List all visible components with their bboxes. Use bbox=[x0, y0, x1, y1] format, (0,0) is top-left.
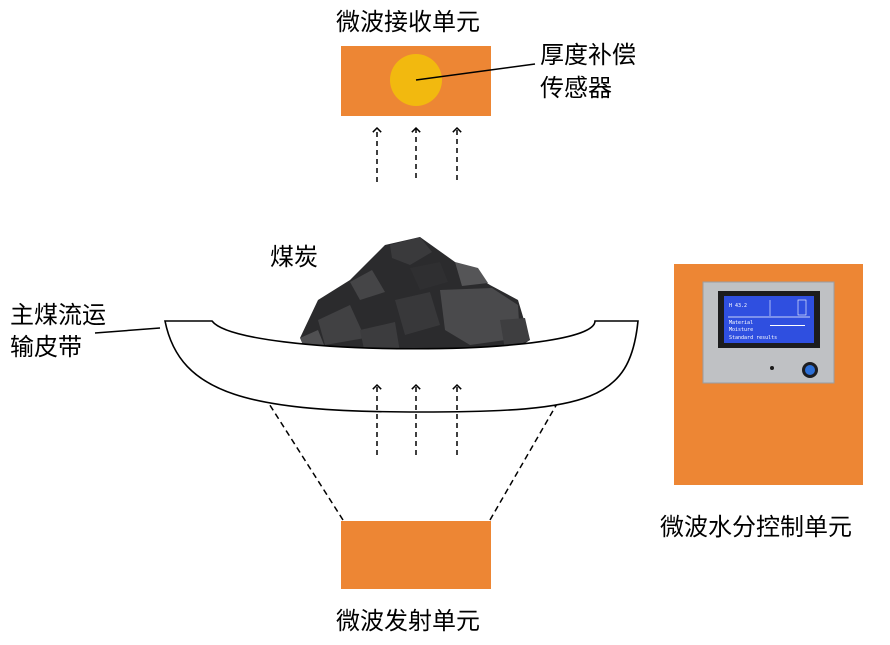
lcd-line-2: Material bbox=[729, 320, 753, 326]
lcd-line-1: H 43.2 bbox=[729, 303, 747, 309]
coal-pile-icon bbox=[300, 237, 530, 360]
lcd-screen bbox=[724, 296, 814, 343]
belt-leader-line bbox=[94, 327, 161, 334]
coal-label: 煤炭 bbox=[270, 243, 318, 271]
lcd-line-3: Moisture bbox=[729, 327, 753, 333]
conveyor-belt bbox=[164, 320, 639, 413]
indicator-led bbox=[770, 366, 774, 370]
receiver-title: 微波接收单元 bbox=[336, 8, 480, 36]
upper-arrows bbox=[372, 126, 462, 182]
transmitter-title: 微波发射单元 bbox=[336, 607, 480, 635]
belt-label-line1: 主煤流运 bbox=[10, 301, 106, 329]
controller-panel: H 43.2 Material Moisture Standard result… bbox=[702, 281, 835, 384]
lcd-line-4: Standard results bbox=[729, 335, 777, 341]
sensor-leader-line bbox=[415, 63, 536, 81]
belt-label-line2: 输皮带 bbox=[10, 333, 82, 361]
sensor-label-line2: 传感器 bbox=[540, 74, 612, 102]
lower-arrows bbox=[372, 383, 462, 455]
controller-title: 微波水分控制单元 bbox=[660, 513, 852, 541]
sensor-label-line1: 厚度补偿 bbox=[540, 41, 636, 69]
microwave-transmitter-unit bbox=[341, 521, 491, 589]
